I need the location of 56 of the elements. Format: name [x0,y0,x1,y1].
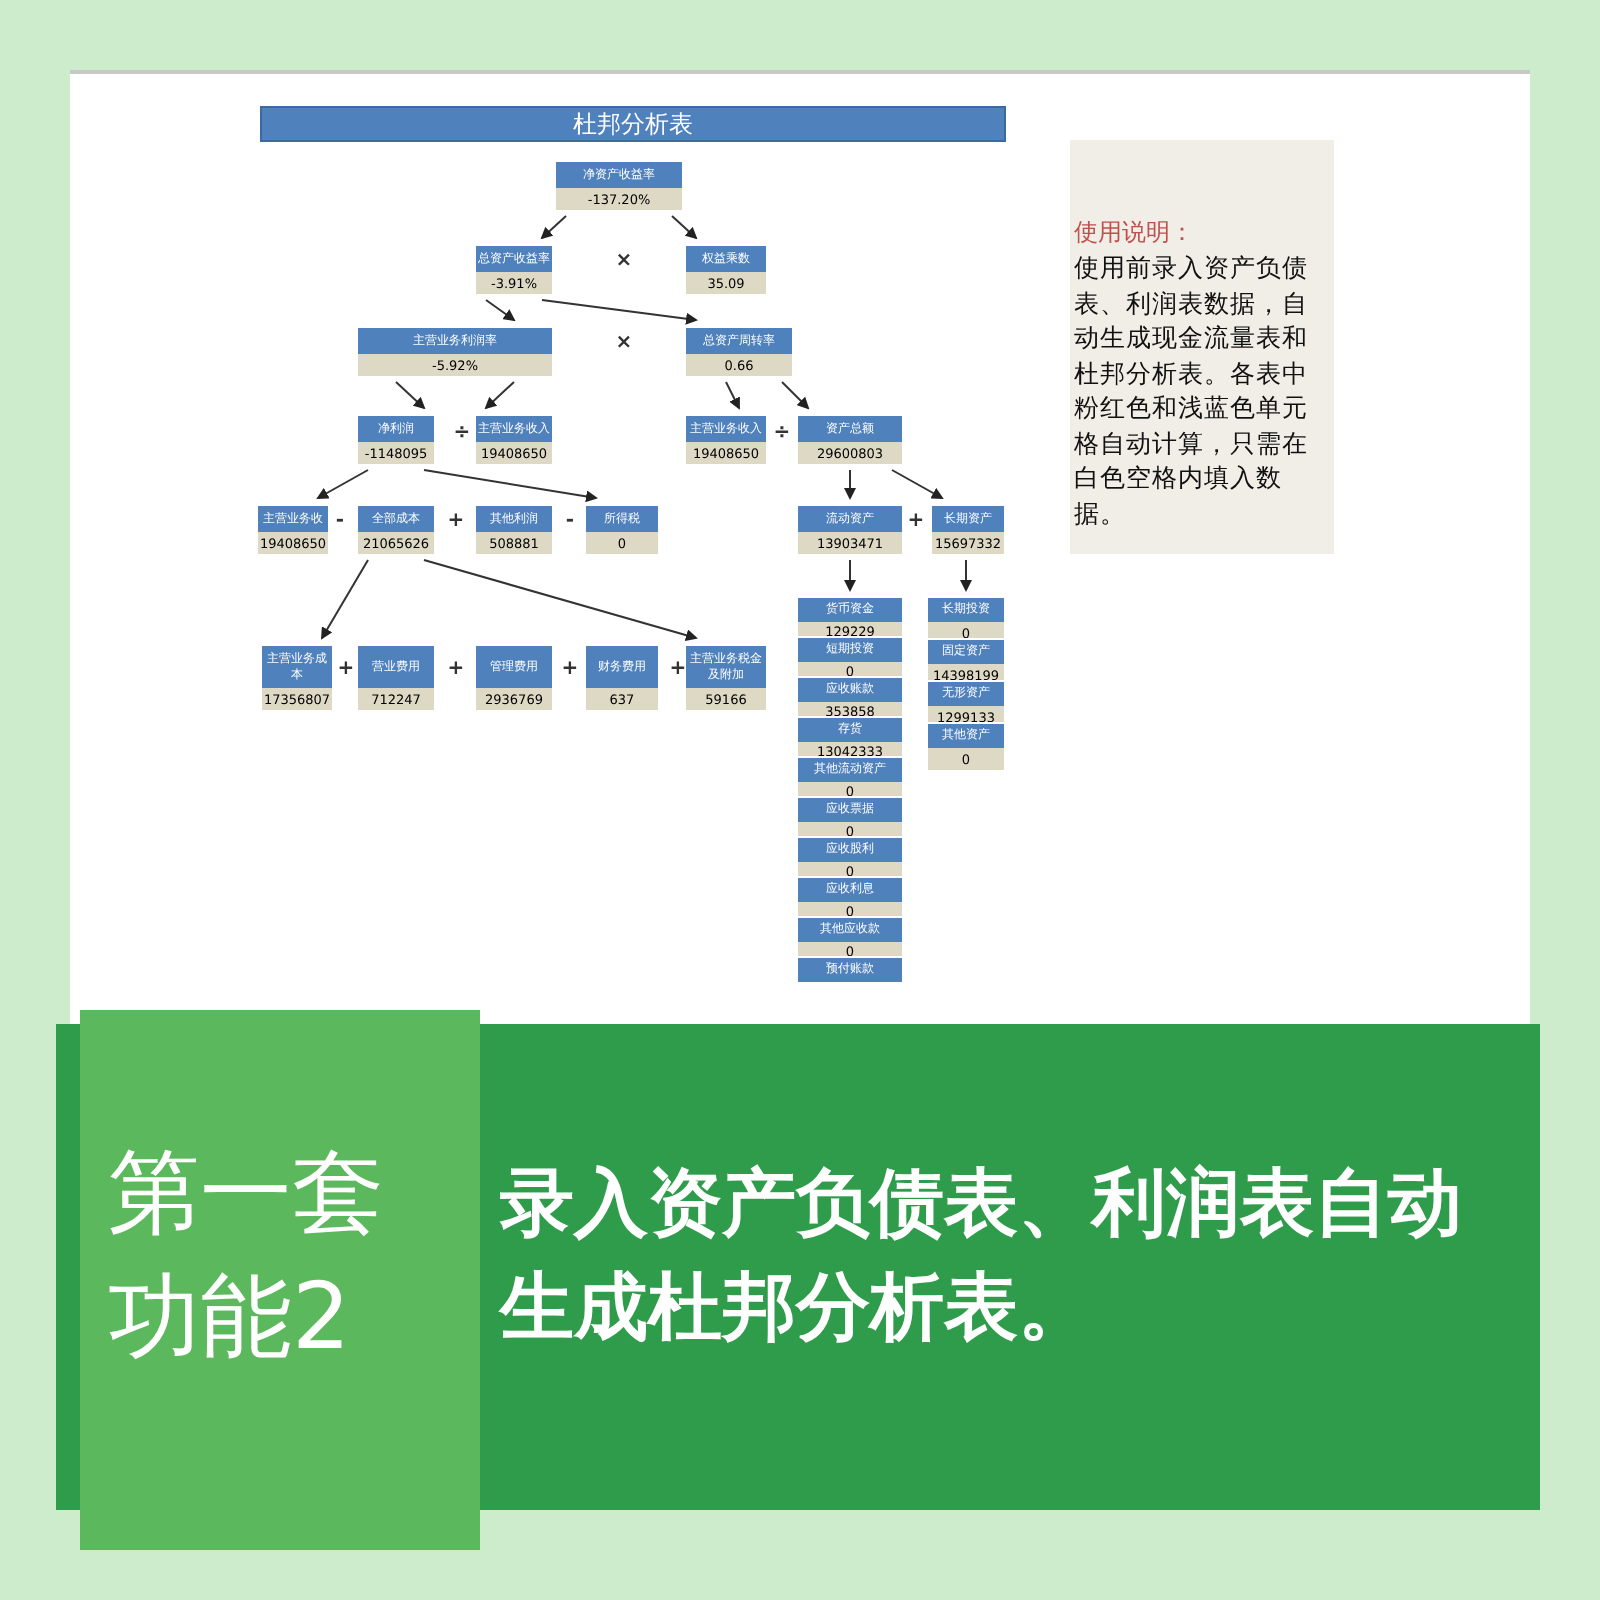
operator-sign: × [613,250,635,272]
metric-card [796,504,904,556]
note-heading: 使用说明： [1074,216,1196,250]
metric-card [684,414,768,466]
arrow [316,469,369,499]
arrow [321,559,369,640]
arrow [395,381,426,410]
metric-card [930,504,1006,556]
metric-card [926,722,1006,772]
operator-sign: ÷ [451,422,473,444]
arrow [671,215,698,240]
arrow [541,299,698,325]
operator-sign: ÷ [771,422,793,444]
operator-sign: + [445,510,467,532]
metric-card [356,414,436,466]
note-text: 使用前录入资产负债表、利润表数据，自动生成现金流量表和杜邦分析表。各表中粉红色和浅蓝色单元格自动计算，只需在白色空格内填入数据。 [1074,250,1310,530]
arrow [423,469,598,503]
arrow [484,381,515,410]
metric-card [584,644,660,712]
metric-card [256,504,330,556]
arrow [960,559,972,592]
operator-sign: - [333,510,347,532]
box-text: 第一套功能2 [108,1136,386,1374]
arrow [781,381,810,410]
metric-card [474,644,554,712]
arrow [725,381,740,410]
operator-sign: + [667,658,689,680]
label-box [80,1010,480,1550]
metric-card [554,160,684,212]
metric-card [684,244,768,296]
metric-card [584,504,660,556]
metric-card [684,326,794,378]
arrow [844,559,856,592]
metric-card [356,504,436,556]
title-bar: 杜邦分析表 [260,106,1006,142]
metric-card [260,644,334,712]
metric-card [356,326,554,378]
arrow [891,469,944,499]
arrow [485,299,516,322]
arrow [423,559,698,641]
banner [480,1024,1540,1510]
operator-sign: + [559,658,581,680]
arrow [540,215,567,240]
metric-card [474,414,554,466]
operator-sign: - [563,510,577,532]
banner-text: 录入资产负债表、利润表自动生成杜邦分析表。 [500,1158,1464,1354]
arrow [844,469,856,500]
metric-card [684,644,768,712]
operator-sign: + [445,658,467,680]
metric-card [356,644,436,712]
metric-card [474,244,554,296]
metric-card [796,414,904,466]
operator-sign: + [905,510,927,532]
operator-sign: × [613,332,635,354]
operator-sign: + [335,658,357,680]
metric-card [474,504,554,556]
